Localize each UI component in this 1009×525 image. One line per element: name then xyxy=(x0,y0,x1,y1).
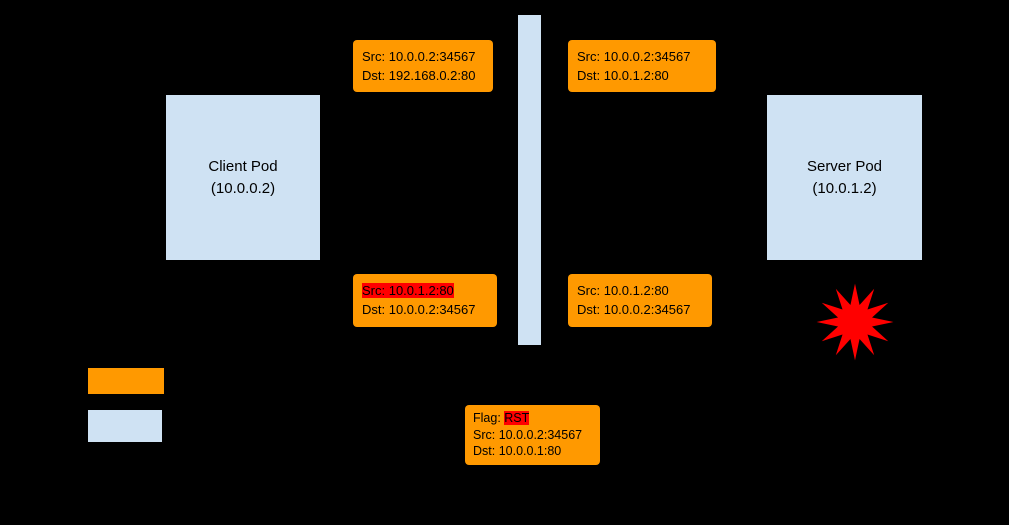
packet-flag-line: Flag: RST xyxy=(473,410,592,427)
server-pod-name: Server Pod xyxy=(806,157,883,175)
packet-label-bottom-left: Src: 10.0.1.2:80 Dst: 10.0.0.2:34567 xyxy=(353,274,497,327)
legend-orange-swatch xyxy=(88,368,164,394)
server-pod-ip: (10.0.1.2) xyxy=(812,179,877,197)
packet-src-line: Src: 10.0.0.2:34567 xyxy=(577,49,691,64)
flag-value-highlight: RST xyxy=(504,411,530,425)
packet-src-line: Src: 10.0.0.2:34567 xyxy=(362,49,476,64)
packet-label-rst: Flag: RST Src: 10.0.0.2:34567 Dst: 10.0.… xyxy=(465,405,600,465)
server-pod-box: Server Pod (10.0.1.2) xyxy=(767,95,922,260)
packet-dst-line: Dst: 192.168.0.2:80 xyxy=(362,68,476,83)
packet-dst-line: Dst: 10.0.1.2:80 xyxy=(577,68,669,83)
client-pod-ip: (10.0.0.2) xyxy=(210,179,276,197)
explosion-burst-icon xyxy=(816,283,894,361)
packet-label-top-left: Src: 10.0.0.2:34567 Dst: 192.168.0.2:80 xyxy=(353,40,493,92)
legend-blue-swatch xyxy=(88,410,162,442)
packet-src-line: Src: 10.0.1.2:80 xyxy=(577,283,669,298)
network-boundary-bar xyxy=(518,15,541,345)
packet-label-top-right: Src: 10.0.0.2:34567 Dst: 10.0.1.2:80 xyxy=(568,40,716,92)
packet-label-bottom-right: Src: 10.0.1.2:80 Dst: 10.0.0.2:34567 xyxy=(568,274,712,327)
packet-dst-line: Dst: 10.0.0.1:80 xyxy=(473,444,562,458)
client-pod-name: Client Pod xyxy=(208,157,278,175)
packet-dst-line: Dst: 10.0.0.2:34567 xyxy=(362,302,476,317)
highlighted-src-value: Src: 10.0.1.2:80 xyxy=(362,283,454,298)
packet-src-line: Src: 10.0.1.2:80 xyxy=(362,281,488,300)
flag-label: Flag: xyxy=(473,411,505,425)
packet-src-line: Src: 10.0.0.2:34567 xyxy=(473,427,583,442)
client-pod-box: Client Pod (10.0.0.2) xyxy=(166,95,320,260)
packet-dst-line: Dst: 10.0.0.2:34567 xyxy=(577,302,691,317)
